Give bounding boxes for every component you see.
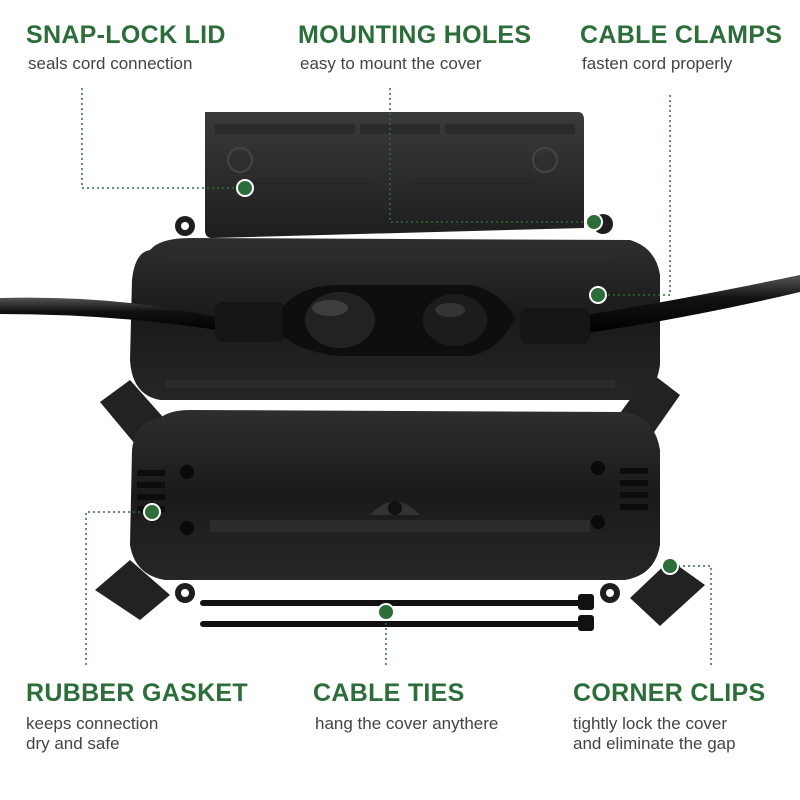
snap-lock-lid-graphic bbox=[175, 112, 613, 238]
feature-rubber-gasket: RUBBER GASKET keeps connection dry and s… bbox=[26, 678, 248, 754]
feature-description: keeps connection dry and safe bbox=[26, 714, 159, 753]
extension-cord-graphic bbox=[0, 275, 800, 356]
feature-mounting-holes: MOUNTING HOLES easy to mount the cover bbox=[298, 20, 531, 74]
feature-cable-ties: CABLE TIES hang the cover anythere bbox=[313, 678, 498, 734]
feature-description: fasten cord properly bbox=[582, 54, 733, 73]
cable-ties-graphic bbox=[200, 594, 594, 631]
lower-housing-graphic bbox=[130, 410, 660, 603]
feature-description: hang the cover anythere bbox=[315, 714, 499, 733]
feature-title: MOUNTING HOLES bbox=[298, 21, 532, 49]
feature-title: CABLE CLAMPS bbox=[580, 21, 783, 49]
feature-snap-lock-lid: SNAP-LOCK LID seals cord connection bbox=[26, 20, 226, 74]
feature-description: easy to mount the cover bbox=[300, 54, 482, 73]
callout-leader-lines bbox=[81, 88, 712, 665]
feature-title: CORNER CLIPS bbox=[573, 679, 766, 707]
feature-cable-clamps: CABLE CLAMPS fasten cord properly bbox=[580, 20, 782, 74]
feature-title: SNAP-LOCK LID bbox=[26, 21, 226, 49]
feature-title: CABLE TIES bbox=[313, 679, 465, 707]
feature-title: RUBBER GASKET bbox=[26, 679, 248, 707]
feature-description: tightly lock the cover and eliminate the… bbox=[573, 714, 736, 753]
feature-description: seals cord connection bbox=[28, 54, 193, 73]
callout-dots bbox=[143, 179, 679, 621]
feature-corner-clips: CORNER CLIPS tightly lock the cover and … bbox=[573, 678, 766, 754]
